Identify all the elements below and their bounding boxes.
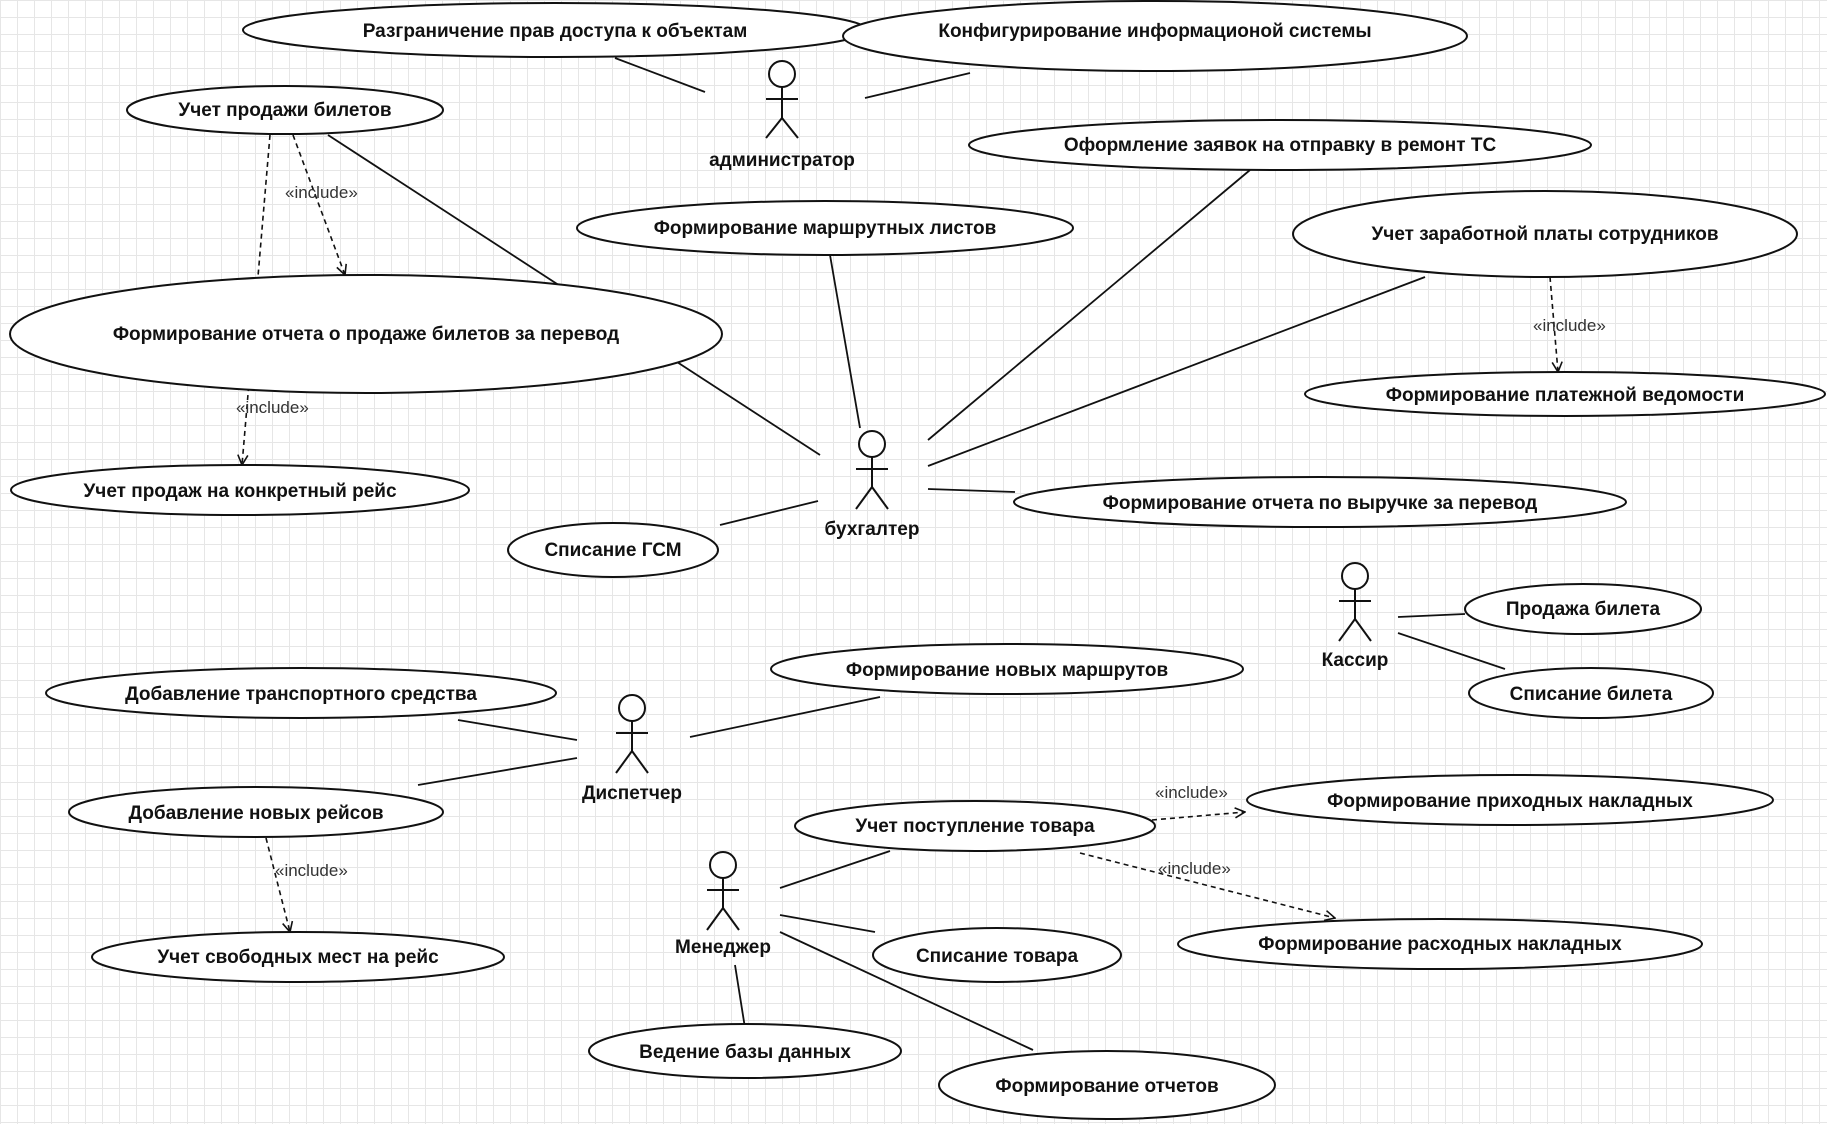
assoc-accountant-fuel-writeoff xyxy=(719,500,819,526)
use-case-label: Формирование платежной ведомости xyxy=(1386,385,1745,406)
use-case-label: Добавление новых рейсов xyxy=(128,803,383,824)
assoc-admin-config-system xyxy=(864,72,971,99)
use-case-label: Формирование отчета о продаже билетов за… xyxy=(113,324,619,345)
use-case-ticket-sales[interactable]: Учет продажи билетов xyxy=(126,85,444,135)
include-goods-receipt-to-incoming-invoices xyxy=(1151,812,1245,821)
use-case-label: Ведение базы данных xyxy=(639,1042,851,1063)
use-case-fuel-writeoff[interactable]: Списание ГСМ xyxy=(507,522,719,578)
use-case-route-sheets[interactable]: Формирование маршрутных листов xyxy=(576,200,1074,256)
include-goods-receipt-to-outgoing-invoices xyxy=(1079,852,1335,918)
assoc-dispatcher-add-vehicle xyxy=(457,719,578,741)
assoc-dispatcher-new-routes xyxy=(689,696,881,738)
use-case-flight-sales[interactable]: Учет продаж на конкретный рейс xyxy=(10,464,470,516)
include-label: «include» xyxy=(1158,859,1231,878)
actor-cashier[interactable]: Кассир xyxy=(1322,562,1389,671)
include-label: «include» xyxy=(1155,783,1228,802)
use-case-access-rights[interactable]: Разграничение прав доступа к объектам xyxy=(242,2,868,58)
use-case-sales-report[interactable]: Формирование отчета о продаже билетов за… xyxy=(9,274,723,394)
use-case-label: Продажа билета xyxy=(1506,599,1661,620)
use-case-new-routes[interactable]: Формирование новых маршрутов xyxy=(770,643,1244,695)
use-case-label: Конфигурирование информационой системы xyxy=(938,21,1371,42)
use-case-incoming-invoices[interactable]: Формирование приходных накладных xyxy=(1246,774,1774,826)
use-case-add-vehicle[interactable]: Добавление транспортного средства xyxy=(45,667,557,719)
actor-manager[interactable]: Менеджер xyxy=(675,851,771,958)
use-case-revenue-report[interactable]: Формирование отчета по выручке за перево… xyxy=(1013,476,1627,528)
actors: администратор бухгалтер Кассир Диспетчер xyxy=(582,60,1389,958)
use-case-label: Списание билета xyxy=(1510,684,1673,705)
actor-accountant[interactable]: бухгалтер xyxy=(825,430,920,540)
use-case-sell-ticket[interactable]: Продажа билета xyxy=(1464,583,1702,635)
use-case-outgoing-invoices[interactable]: Формирование расходных накладных xyxy=(1177,918,1703,970)
use-case-label: Добавление транспортного средства xyxy=(125,684,477,705)
assoc-cashier-writeoff-ticket xyxy=(1397,632,1506,670)
actor-name: Кассир xyxy=(1322,650,1389,671)
use-case-label: Формирование отчета по выручке за перево… xyxy=(1103,493,1538,514)
actor-head xyxy=(1341,562,1369,590)
use-case-goods-receipt[interactable]: Учет поступление товара xyxy=(794,800,1156,852)
use-case-label: Списание товара xyxy=(916,946,1079,967)
use-case-label: Разграничение прав доступа к объектам xyxy=(363,21,748,42)
include-salary-to-payroll xyxy=(1549,276,1558,372)
use-case-label: Учет свободных мест на рейс xyxy=(157,947,439,968)
use-case-free-seats[interactable]: Учет свободных мест на рейс xyxy=(91,931,505,983)
include-dependencies: «include» «include» «include» «include» … xyxy=(236,134,1606,932)
assoc-cashier-sell-ticket xyxy=(1397,613,1466,618)
use-case-writeoff-ticket[interactable]: Списание билета xyxy=(1468,667,1714,719)
use-case-label: Списание ГСМ xyxy=(544,540,681,561)
include-label: «include» xyxy=(236,398,309,417)
use-case-add-flights[interactable]: Добавление новых рейсов xyxy=(68,786,444,838)
use-case-label: Формирование расходных накладных xyxy=(1258,934,1622,955)
assoc-manager-reports xyxy=(779,931,1034,1051)
assoc-dispatcher-add-flights xyxy=(417,757,578,786)
use-case-label: Учет поступление товара xyxy=(855,816,1095,837)
assoc-accountant-repair-requests xyxy=(927,169,1251,441)
use-case-label: Учет продаж на конкретный рейс xyxy=(83,481,396,502)
actor-head xyxy=(858,430,886,458)
use-case-label: Формирование отчетов xyxy=(995,1076,1218,1097)
use-case-database[interactable]: Ведение базы данных xyxy=(588,1023,902,1079)
use-case-label: Формирование новых маршрутов xyxy=(846,660,1168,681)
use-case-reports[interactable]: Формирование отчетов xyxy=(938,1050,1276,1120)
include-add-flights-to-free-seats xyxy=(265,837,290,932)
use-case-label: Учет продажи билетов xyxy=(178,100,391,121)
use-case-repair-requests[interactable]: Оформление заявок на отправку в ремонт Т… xyxy=(968,119,1592,171)
use-case-label: Формирование маршрутных листов xyxy=(654,218,997,239)
use-case-label: Учет заработной платы сотрудников xyxy=(1371,224,1718,245)
include-ticket-sales-to-sales-report xyxy=(292,134,345,275)
actor-name: администратор xyxy=(709,150,855,171)
use-case-label: Формирование приходных накладных xyxy=(1327,791,1693,812)
actor-name: Менеджер xyxy=(675,937,771,958)
use-case-goods-writeoff[interactable]: Списание товара xyxy=(872,927,1122,983)
assoc-accountant-revenue-report xyxy=(927,488,1016,493)
assoc-admin-access-rights xyxy=(614,57,706,93)
assoc-accountant-salary xyxy=(927,276,1426,467)
include-label: «include» xyxy=(1533,316,1606,335)
actor-dispatcher[interactable]: Диспетчер xyxy=(582,694,682,804)
actor-head xyxy=(618,694,646,722)
actor-head xyxy=(768,60,796,88)
include-label: «include» xyxy=(285,183,358,202)
use-case-payroll[interactable]: Формирование платежной ведомости xyxy=(1304,371,1826,417)
include-label: «include» xyxy=(275,861,348,880)
actor-name: Диспетчер xyxy=(582,783,682,804)
assoc-manager-database xyxy=(734,964,746,1029)
actor-head xyxy=(709,851,737,879)
use-case-salary[interactable]: Учет заработной платы сотрудников xyxy=(1292,190,1798,278)
assoc-manager-goods-receipt xyxy=(779,850,891,889)
associations xyxy=(327,57,1506,1051)
assoc-manager-goods-writeoff xyxy=(779,914,876,933)
assoc-accountant-route-sheets xyxy=(829,254,861,429)
actor-administrator[interactable]: администратор xyxy=(709,60,855,171)
actor-name: бухгалтер xyxy=(825,519,920,540)
use-case-label: Оформление заявок на отправку в ремонт Т… xyxy=(1064,135,1497,156)
use-cases: Разграничение прав доступа к объектам Ко… xyxy=(9,0,1826,1120)
use-case-config-system[interactable]: Конфигурирование информационой системы xyxy=(842,0,1468,72)
